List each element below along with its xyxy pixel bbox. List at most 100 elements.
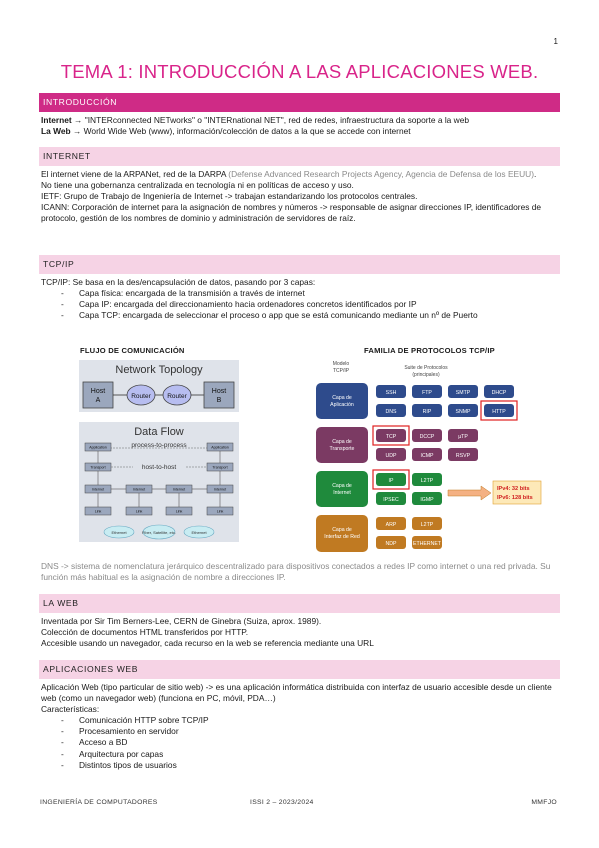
svg-text:Aplicación: Aplicación (330, 402, 354, 408)
web-p1: Inventada por Sir Tim Berners-Lee, CERN … (41, 616, 322, 626)
section-header-introduccion: INTRODUCCIÓN (39, 93, 560, 112)
apps-p2: Características: (41, 704, 100, 715)
section-introduccion: INTRODUCCIÓN Internet → "INTERconnected … (39, 93, 560, 137)
tcpip-list: Capa física: encargada de la transmisión… (41, 288, 558, 321)
svg-text:Capa de: Capa de (332, 439, 352, 445)
svg-text:Capa de: Capa de (332, 395, 352, 401)
svg-text:IP: IP (389, 478, 394, 484)
section-tcpip: TCP/IP TCP/IP: Se basa en la des/encapsu… (39, 255, 560, 321)
network-topology-title: Network Topology (115, 364, 203, 376)
page-number: 1 (553, 37, 558, 46)
svg-text:Host: Host (91, 388, 105, 395)
svg-text:B: B (217, 397, 222, 404)
list-item: Capa física: encargada de la transmisión… (61, 288, 558, 299)
apps-p1: Aplicación Web (tipo particular de sitio… (41, 682, 552, 704)
svg-text:Application: Application (89, 446, 107, 450)
svg-text:Capa de: Capa de (332, 527, 352, 533)
tcpip-intro: TCP/IP: Se basa en la des/encapsulación … (41, 277, 316, 287)
svg-text:Internet: Internet (173, 488, 185, 492)
svg-text:Link: Link (95, 510, 102, 514)
data-flow-title: Data Flow (134, 426, 184, 438)
svg-text:Transport: Transport (212, 466, 227, 470)
svg-text:IPv6: 128 bits: IPv6: 128 bits (497, 495, 533, 501)
svg-text:Interfaz de Red: Interfaz de Red (324, 534, 360, 540)
svg-text:Suite de Protocolos: Suite de Protocolos (404, 365, 448, 371)
svg-text:FTP: FTP (422, 390, 432, 396)
intro-line-web: La Web → World Wide Web (www), informaci… (41, 126, 411, 137)
svg-text:ICMP: ICMP (421, 453, 435, 459)
svg-text:Transporte: Transporte (330, 446, 355, 452)
svg-text:Fiber, Satellite, etc.: Fiber, Satellite, etc. (142, 530, 176, 535)
page-title: TEMA 1: INTRODUCCIÓN A LAS APLICACIONES … (0, 60, 599, 84)
list-item: Comunicación HTTP sobre TCP/IP (61, 715, 558, 726)
list-item: Capa TCP: encargada de seleccionar el pr… (61, 310, 558, 321)
web-p2: Colección de documentos HTML transferido… (41, 627, 249, 638)
svg-text:Router: Router (167, 393, 187, 400)
web-p3: Accesible usando un navegador, cada recu… (41, 638, 374, 649)
internet-p1: El internet viene de la ARPANet, red de … (41, 169, 537, 179)
title-rest: : INTRODUCCIÓN A LAS APLICACIONES WEB. (127, 61, 539, 82)
svg-text:DCCP: DCCP (420, 434, 435, 440)
footer-center: ISSI 2 – 2023/2024 (250, 799, 314, 806)
internet-p2: No tiene una gobernanza centralizada en … (41, 180, 354, 191)
section-la-web: LA WEB Inventada por Sir Tim Berners-Lee… (39, 594, 560, 649)
section-header-tcpip: TCP/IP (39, 255, 560, 274)
apps-list: Comunicación HTTP sobre TCP/IP Procesami… (41, 715, 558, 771)
svg-text:IPv4: 32 bits: IPv4: 32 bits (497, 486, 530, 492)
svg-text:Ethernet: Ethernet (191, 530, 207, 535)
svg-text:Router: Router (131, 393, 151, 400)
network-topology-figure: Network Topology Host A Router Router Ho… (79, 360, 239, 542)
internet-p4: ICANN: Corporación de internet para la a… (41, 202, 542, 224)
svg-text:Capa de: Capa de (332, 483, 352, 489)
section-aplicaciones-web: APLICACIONES WEB Aplicación Web (tipo pa… (39, 660, 560, 771)
svg-text:ARP: ARP (386, 522, 397, 528)
svg-text:SSH: SSH (386, 390, 397, 396)
section-header-aplicaciones-web: APLICACIONES WEB (39, 660, 560, 679)
svg-text:A: A (96, 397, 101, 404)
section-header-la-web: LA WEB (39, 594, 560, 613)
svg-text:ETHERNET: ETHERNET (413, 541, 442, 547)
svg-text:Link: Link (176, 510, 183, 514)
svg-text:TCP: TCP (386, 434, 397, 440)
svg-text:UDP: UDP (386, 453, 397, 459)
svg-text:Transport: Transport (90, 466, 105, 470)
svg-text:RIP: RIP (423, 409, 432, 415)
figure-title-familia: FAMILIA DE PROTOCOLOS TCP/IP (364, 346, 495, 355)
list-item: Acceso a BD (61, 737, 558, 748)
svg-text:Link: Link (136, 510, 143, 514)
svg-text:DNS: DNS (386, 409, 397, 415)
svg-text:SMTP: SMTP (456, 390, 471, 396)
svg-text:process-to-process: process-to-process (131, 442, 187, 449)
title-tema: TEMA 1 (60, 61, 128, 82)
section-header-internet: INTERNET (39, 147, 560, 166)
svg-text:DHCP: DHCP (492, 390, 507, 396)
list-item: Procesamiento en servidor (61, 726, 558, 737)
svg-text:Internet: Internet (214, 488, 226, 492)
svg-text:Link: Link (217, 510, 224, 514)
figure-title-flujo: FLUJO DE COMUNICACIÓN (80, 346, 185, 355)
svg-text:Internet: Internet (333, 490, 351, 496)
svg-text:(principales): (principales) (412, 372, 440, 378)
svg-text:L2TP: L2TP (421, 522, 434, 528)
svg-text:Ethernet: Ethernet (111, 530, 127, 535)
svg-text:SNMP: SNMP (456, 409, 472, 415)
svg-text:L2TP: L2TP (421, 478, 434, 484)
protocol-family-figure: Modelo TCP/IP Suite de Protocolos (princ… (316, 361, 542, 552)
list-item: Capa IP: encargada del direccionamiento … (61, 299, 558, 310)
internet-p3: IETF: Grupo de Trabajo de Ingeniería de … (41, 191, 418, 202)
section-internet: INTERNET El internet viene de la ARPANet… (39, 147, 560, 224)
svg-text:Host: Host (212, 388, 226, 395)
svg-text:Modelo: Modelo (333, 361, 350, 367)
svg-text:µTP: µTP (458, 434, 468, 440)
dns-note: DNS -> sistema de nomenclatura jerárquic… (41, 561, 551, 583)
footer-left: INGENIERÍA DE COMPUTADORES (40, 799, 158, 806)
footer-right: MMFJO (531, 799, 557, 806)
svg-text:NDP: NDP (386, 541, 397, 547)
svg-text:Application: Application (211, 446, 229, 450)
svg-text:HTTP: HTTP (492, 409, 506, 415)
intro-line-internet: Internet → "INTERconnected NETworks" o "… (41, 115, 470, 125)
list-item: Distintos tipos de usuarios (61, 760, 558, 771)
svg-text:RSVP: RSVP (456, 453, 471, 459)
svg-text:host-to-host: host-to-host (142, 464, 177, 471)
svg-text:IGMP: IGMP (420, 497, 434, 503)
